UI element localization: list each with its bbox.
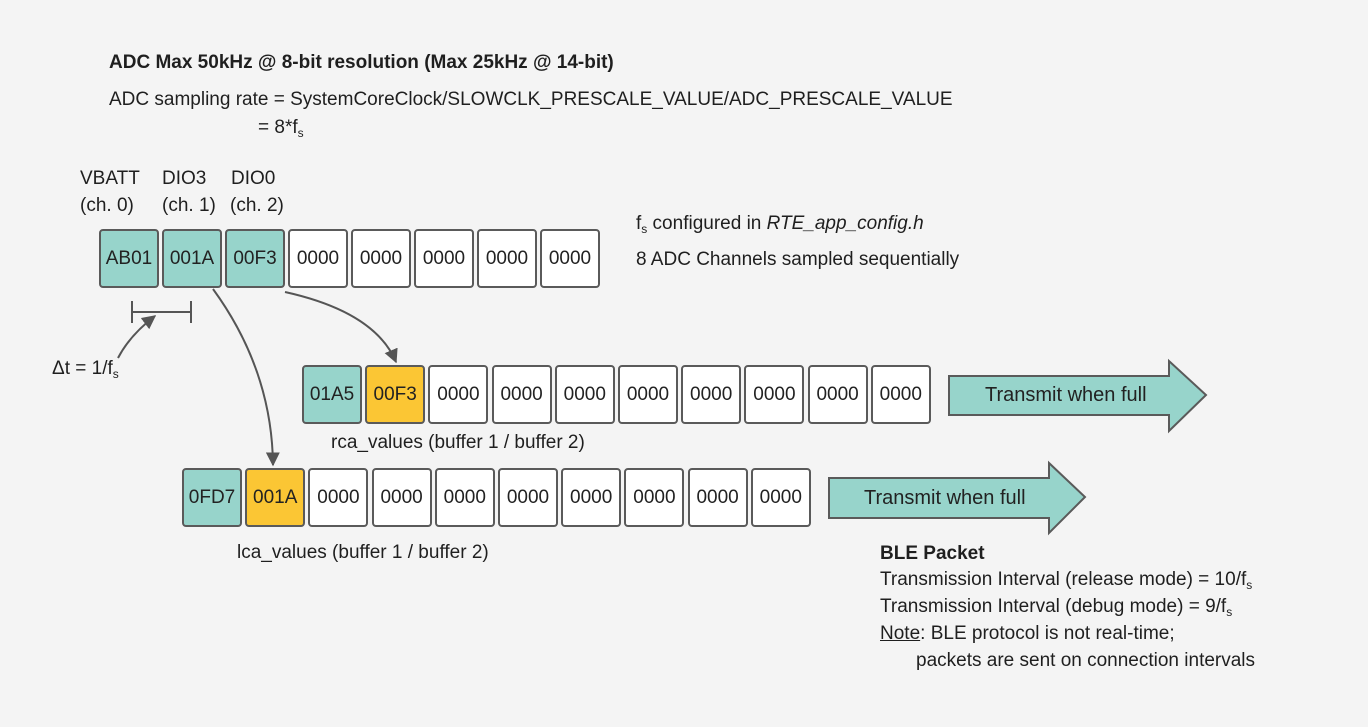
rca-buffer-cell: 0000: [744, 365, 805, 424]
lca-caption: lca_values (buffer 1 / buffer 2): [237, 542, 489, 563]
sampling-rate-equation: = 8*fs: [258, 117, 304, 140]
lca-transmit-label: Transmit when full: [864, 487, 1026, 509]
fs-config-note: fs configured in RTE_app_config.h: [636, 213, 924, 236]
rca-caption: rca_values (buffer 1 / buffer 2): [331, 432, 585, 453]
channel-label-vbatt: VBATT: [80, 168, 140, 189]
ble-note: Note: BLE protocol is not real-time;: [880, 623, 1175, 644]
lca-buffer-cell: 0000: [624, 468, 685, 527]
adc-buffer-cell: 0000: [351, 229, 411, 288]
diagram-title: ADC Max 50kHz @ 8-bit resolution (Max 25…: [109, 52, 614, 73]
lca-buffer-cell: 0FD7: [182, 468, 242, 527]
rca-buffer-cell: 0000: [554, 365, 615, 424]
lca-buffer-cell: 0000: [498, 468, 558, 527]
lca-buffer-cell: 0000: [687, 468, 748, 527]
lca-buffer-cell: 0000: [750, 468, 811, 527]
delta-t-pointer: [117, 315, 157, 359]
adc-buffer-cell: 0000: [477, 229, 537, 288]
channel-number-2: (ch. 2): [230, 195, 284, 216]
rca-buffer-cell: 0000: [491, 365, 552, 424]
lca-buffer-cell: 0000: [561, 468, 622, 527]
adc-buffer-cell: 0000: [540, 229, 600, 288]
rca-transmit-label: Transmit when full: [985, 384, 1147, 406]
delta-t-label: Δt = 1/fs: [52, 358, 119, 381]
transmit-arrow-lca: [828, 460, 1087, 536]
ble-release-interval: Transmission Interval (release mode) = 1…: [880, 569, 1253, 592]
arrow-00f3-to-rca: [284, 291, 398, 364]
adc-buffer-cell: 001A: [162, 229, 222, 288]
adc-buffer-cell: AB01: [99, 229, 159, 288]
transmit-arrow-rca: [948, 358, 1208, 434]
delta-t-bracket: [131, 301, 192, 323]
lca-buffer-cell: 0000: [371, 468, 432, 527]
adc-buffer-cell: 0000: [288, 229, 348, 288]
rca-buffer-cell: 0000: [807, 365, 868, 424]
rca-buffer-cell: 01A5: [302, 365, 362, 424]
rca-buffer-cell: 0000: [870, 365, 931, 424]
ble-debug-interval: Transmission Interval (debug mode) = 9/f…: [880, 596, 1233, 619]
channels-sequential-note: 8 ADC Channels sampled sequentially: [636, 249, 960, 270]
arrow-001a-to-lca: [212, 288, 280, 467]
channel-label-dio0: DIO0: [231, 168, 276, 189]
lca-buffer-cell: 0000: [308, 468, 369, 527]
ble-note-continued: packets are sent on connection intervals: [916, 650, 1256, 671]
rca-buffer-cell: 00F3: [365, 365, 426, 424]
channel-label-dio3: DIO3: [162, 168, 207, 189]
adc-buffer-cell: 0000: [414, 229, 474, 288]
ble-packet-heading: BLE Packet: [880, 543, 985, 564]
channel-number-0: (ch. 0): [80, 195, 134, 216]
lca-buffer-cell: 001A: [245, 468, 306, 527]
rca-buffer-cell: 0000: [618, 365, 678, 424]
lca-buffer-cell: 0000: [434, 468, 495, 527]
channel-number-1: (ch. 1): [162, 195, 216, 216]
adc-buffer-cell: 00F3: [225, 229, 285, 288]
rca-buffer-cell: 0000: [428, 365, 489, 424]
sampling-rate-formula: ADC sampling rate = SystemCoreClock/SLOW…: [109, 89, 953, 110]
rca-buffer-cell: 0000: [681, 365, 742, 424]
